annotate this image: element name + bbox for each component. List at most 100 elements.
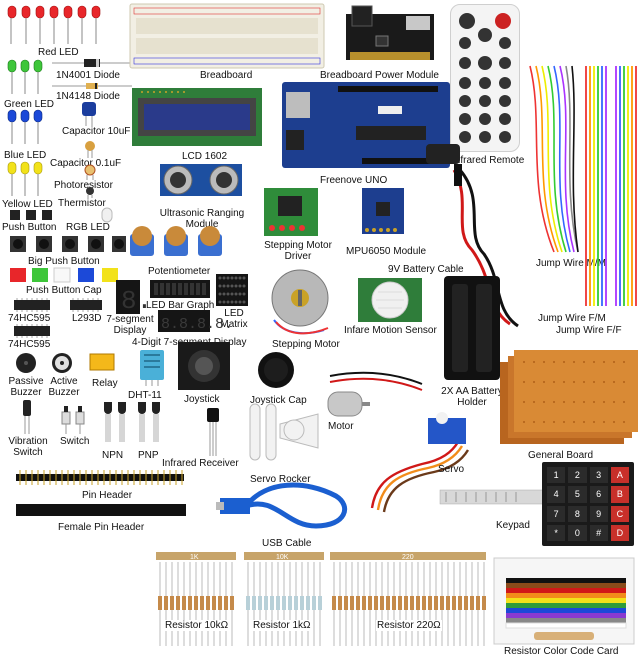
l293d-label: L293D xyxy=(72,313,102,324)
switch-label: Switch xyxy=(60,436,90,447)
cap-01uf-label: Capacitor 0.1uF xyxy=(50,158,122,169)
push-button-cap-label: Push Button Cap xyxy=(26,285,102,296)
big-push-button-label: Big Push Button xyxy=(28,256,100,267)
stepping-motor-image xyxy=(271,269,329,335)
keypad-key[interactable]: 2 xyxy=(568,467,587,484)
breadboard-image xyxy=(129,3,325,69)
ir-remote-image xyxy=(450,4,520,152)
stepper-driver-label: Stepping Motor Driver xyxy=(264,240,332,262)
breadboard-power-module-image xyxy=(346,5,434,60)
vibration-switch-label: Vibration Switch xyxy=(8,436,48,458)
vibration-switch-icon xyxy=(23,400,31,434)
keypad-key[interactable]: C xyxy=(610,505,629,522)
res-card-label: Resistor Color Code Card xyxy=(504,646,619,657)
keypad-key[interactable]: 4 xyxy=(547,486,566,503)
mpu6050-label: MPU6050 Module xyxy=(346,246,427,257)
thermistor-label: Thermistor xyxy=(58,198,106,209)
dc-motor-image xyxy=(327,371,423,417)
led-matrix-label: LED Matrix xyxy=(220,308,248,330)
diode-4001-icon xyxy=(52,59,132,67)
green-led-group xyxy=(7,59,43,94)
stepper-driver-image xyxy=(264,188,318,236)
yellow-led-label: Yellow LED xyxy=(2,199,53,210)
pir-label: Infare Motion Sensor xyxy=(344,325,437,336)
breadboard-label: Breadboard xyxy=(200,70,253,81)
switch-icon xyxy=(61,406,85,434)
keypad-key[interactable]: B xyxy=(610,486,629,503)
battery-cable-label: 9V Battery Cable xyxy=(388,264,464,275)
usb-cable-image xyxy=(216,482,348,529)
resistor-1k-strip xyxy=(244,552,324,560)
jump-mm-label: Jump Wire M/M xyxy=(536,258,606,269)
servo-rocker-image xyxy=(249,403,319,461)
led-matrix-image xyxy=(216,274,248,306)
tag-220-label: 220 xyxy=(402,554,414,561)
keypad-key[interactable]: 7 xyxy=(547,505,566,522)
keypad-key[interactable]: 1 xyxy=(547,467,566,484)
res-1k-label: Resistor 1kΩ xyxy=(252,620,312,631)
keypad-key[interactable]: D xyxy=(610,524,629,541)
blue-led-label: Blue LED xyxy=(4,150,47,161)
seven-seg-label: 7-segment Display xyxy=(106,314,154,336)
ir-receiver-label: Infrared Receiver xyxy=(162,458,239,469)
seven-seg-digit: 8. xyxy=(121,286,152,316)
resistor-220-strip xyxy=(330,552,486,560)
red-led-label: Red LED xyxy=(38,47,79,58)
keypad-key[interactable]: # xyxy=(589,524,608,541)
green-led-label: Green LED xyxy=(4,99,55,110)
pir-sensor-image xyxy=(358,278,422,322)
relay-label: Relay xyxy=(92,378,118,389)
pnp-label: PNP xyxy=(138,450,159,461)
lcd-label: LCD 1602 xyxy=(182,151,228,162)
keypad-grid: 1 2 3 A 4 5 6 B 7 8 9 C * 0 # D xyxy=(542,462,634,546)
keypad-key[interactable]: 0 xyxy=(568,524,587,541)
tag-1k-label: 1K xyxy=(190,554,199,561)
keypad-key[interactable]: 8 xyxy=(568,505,587,522)
motor-label: Motor xyxy=(328,421,354,432)
photoresistor-label: Photoresistor xyxy=(54,180,113,191)
push-button-icon xyxy=(10,210,52,220)
keypad-key[interactable]: 9 xyxy=(589,505,608,522)
lcd-1602-image xyxy=(132,88,262,146)
joystick-cap-image xyxy=(258,352,294,388)
joystick-label: Joystick xyxy=(184,394,220,405)
jump-wire-ff-image xyxy=(615,66,637,306)
pin-header-icon xyxy=(16,470,184,485)
ultrasonic-sensor-image xyxy=(160,164,242,196)
keypad-key[interactable]: 5 xyxy=(568,486,587,503)
jump-fm-label: Jump Wire F/M xyxy=(538,313,606,324)
diode-4148-label: 1N4148 Diode xyxy=(56,91,120,102)
battery-holder-image xyxy=(444,276,500,380)
relay-icon xyxy=(89,353,115,371)
big-push-button-icon xyxy=(10,236,126,252)
servo-image xyxy=(370,412,470,513)
ir-remote-label: Infrared Remote xyxy=(452,155,525,166)
rgb-led-label: RGB LED xyxy=(66,222,110,233)
res-10k-label: Resistor 10kΩ xyxy=(164,620,230,631)
keypad-key[interactable]: 3 xyxy=(589,467,608,484)
resistor-1k-bundle xyxy=(246,562,322,646)
jump-wire-mm-image xyxy=(529,65,579,253)
usb-cable-label: USB Cable xyxy=(262,538,312,549)
battery-holder-label: 2X AA Battery Holder xyxy=(441,386,503,408)
red-led-group xyxy=(7,5,101,44)
led-bar-graph-image xyxy=(150,280,210,298)
keypad-key[interactable]: * xyxy=(547,524,566,541)
ic-74hc595-a-icon xyxy=(14,298,50,312)
cap-10uf-icon xyxy=(82,102,96,126)
joystick-cap-label: Joystick Cap xyxy=(250,395,307,406)
keypad-key[interactable]: A xyxy=(610,467,629,484)
servo-rocker-label: Servo Rocker xyxy=(250,474,311,485)
breadboard-power-label: Breadboard Power Module xyxy=(320,70,439,81)
servo-label: Servo xyxy=(438,464,465,475)
dht11-image xyxy=(140,350,164,386)
resistor-10k-strip xyxy=(156,552,236,560)
ir-receiver-image xyxy=(207,408,219,456)
passive-buzzer-icon xyxy=(16,353,36,373)
seven-seg-image: 8. xyxy=(116,280,152,316)
keypad-key[interactable]: 6 xyxy=(589,486,608,503)
ic-74hc595-a-label: 74HC595 xyxy=(8,313,51,324)
freenove-uno-image xyxy=(282,82,450,168)
general-board-image xyxy=(500,350,638,444)
res-220-label: Resistor 220Ω xyxy=(376,620,442,631)
